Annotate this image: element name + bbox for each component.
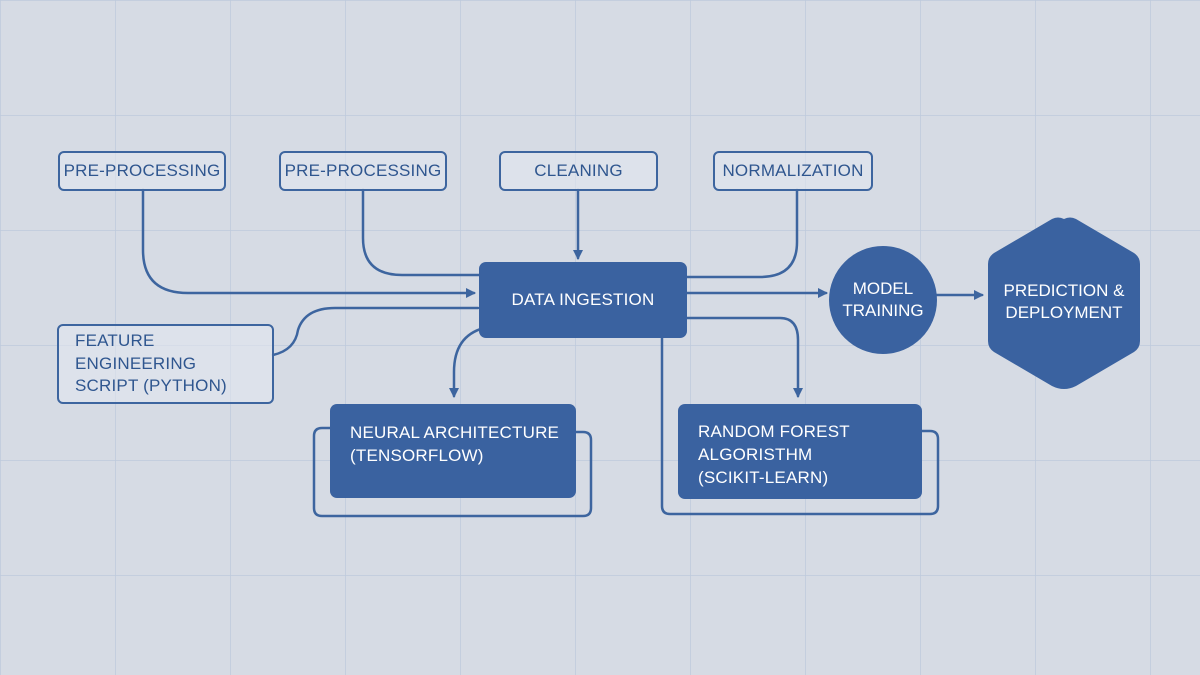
- feature-engineering-label-line-1: FEATURE ENGINEERING: [75, 330, 197, 373]
- connector-ingestion-loop-random-forest: [660, 336, 940, 516]
- normalization-label: NORMALIZATION: [722, 161, 864, 180]
- neural-architecture-back-frame: [312, 426, 593, 518]
- feature-engineering-label-line-2: SCRIPT (PYTHON): [75, 376, 227, 396]
- cleaning-box: CLEANING: [499, 151, 658, 191]
- feature-engineering-box: FEATURE ENGINEERING SCRIPT (PYTHON): [57, 324, 274, 404]
- connector-ingestion-to-random-forest: [684, 316, 803, 398]
- data-ingestion-label: DATA INGESTION: [511, 290, 655, 309]
- model-training-label-line-2: TRAINING: [842, 301, 924, 320]
- connector-preprocessing-2-to-ingestion: [361, 188, 484, 277]
- data-ingestion-box: DATA INGESTION: [479, 262, 687, 338]
- neural-architecture-box: NEURAL ARCHITECTURE (TENSORFLOW): [330, 404, 576, 498]
- neural-architecture-label-line-1: NEURAL ARCHITECTURE: [350, 423, 560, 442]
- prediction-deployment-label-line-2: DEPLOYMENT: [1005, 303, 1123, 322]
- model-training-label-line-1: MODEL: [852, 278, 914, 298]
- pre-processing-box-2: PRE-PROCESSING: [279, 151, 447, 191]
- pre-processing-label-2: PRE-PROCESSING: [284, 161, 442, 180]
- connector-preprocessing-1-to-ingestion: [141, 188, 476, 298]
- normalization-box: NORMALIZATION: [713, 151, 873, 191]
- pre-processing-box-1: PRE-PROCESSING: [58, 151, 226, 191]
- connector-normalization-to-ingestion: [684, 188, 799, 279]
- prediction-deployment-label-line-1: PREDICTION &: [1003, 280, 1125, 300]
- pre-processing-label-1: PRE-PROCESSING: [63, 161, 221, 180]
- neural-architecture-label-line-2: (TENSORFLOW): [350, 445, 484, 465]
- connector-ingestion-to-neural-architecture: [449, 326, 486, 398]
- random-forest-box: RANDOM FOREST ALGORISTHM (SCIKIT-LEARN): [678, 404, 922, 499]
- random-forest-label-line-2: ALGORISTHM: [698, 444, 813, 464]
- random-forest-label-line-1: RANDOM FOREST: [698, 422, 850, 441]
- connector-feature-engineering-to-ingestion: [271, 306, 480, 357]
- model-training-node: MODEL TRAINING: [829, 246, 937, 354]
- cleaning-label: CLEANING: [534, 161, 623, 180]
- prediction-deployment-hexagon: [988, 217, 1140, 389]
- prediction-deployment-label: PREDICTION & DEPLOYMENT: [994, 270, 1134, 334]
- random-forest-label-line-3: (SCIKIT-LEARN): [698, 467, 829, 487]
